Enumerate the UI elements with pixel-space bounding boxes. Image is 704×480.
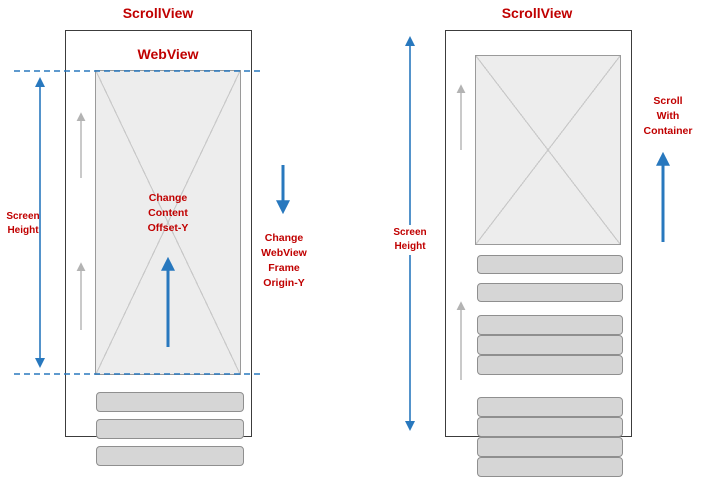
content-row xyxy=(477,437,623,457)
content-row xyxy=(96,392,244,412)
content-row xyxy=(96,419,244,439)
change-webview-frame-label: Change WebView Frame Origin-Y xyxy=(261,232,307,289)
scroll-with-container-label: Scroll With Container xyxy=(643,95,693,137)
content-row xyxy=(477,315,623,335)
content-row xyxy=(477,457,623,477)
scrollview-title-left: ScrollView xyxy=(122,5,194,21)
change-content-offset-label: Change Content Offset-Y xyxy=(147,192,189,234)
content-row xyxy=(477,283,623,302)
content-row xyxy=(96,446,244,466)
content-row xyxy=(477,335,623,355)
content-row xyxy=(477,417,623,437)
webview-label: WebView xyxy=(137,46,199,62)
webview-content-box-right xyxy=(475,55,621,245)
content-row xyxy=(477,397,623,417)
content-row xyxy=(477,355,623,375)
content-row xyxy=(477,255,623,274)
screen-height-label-right: Screen Height xyxy=(386,225,434,256)
scrollview-title-right: ScrollView xyxy=(501,5,573,21)
screen-height-label-left: Screen Height xyxy=(6,211,40,237)
